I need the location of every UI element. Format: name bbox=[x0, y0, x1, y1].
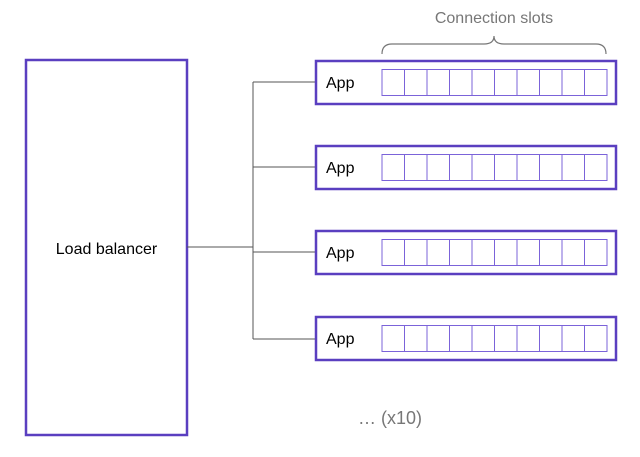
connection-slot bbox=[381, 325, 405, 352]
connection-slot bbox=[494, 239, 518, 266]
connection-slots-label: Connection slots bbox=[435, 10, 553, 27]
connection-slot bbox=[584, 325, 608, 352]
connection-slot bbox=[561, 239, 585, 266]
connection-slot bbox=[426, 239, 450, 266]
connection-slot bbox=[426, 154, 450, 181]
app-label: App bbox=[326, 75, 355, 92]
connection-slot bbox=[471, 239, 495, 266]
load-balancer-label: Load balancer bbox=[56, 241, 158, 258]
connection-slot bbox=[494, 154, 518, 181]
connection-slot bbox=[539, 69, 563, 96]
connection-slot bbox=[449, 239, 473, 266]
connection-slot bbox=[584, 154, 608, 181]
connection-slot bbox=[516, 325, 540, 352]
app-label: App bbox=[326, 245, 355, 262]
app-server-2: App bbox=[314, 144, 618, 191]
load-balancer-box bbox=[24, 58, 189, 437]
app-server-1: App bbox=[314, 59, 618, 106]
more-apps-label: … (x10) bbox=[358, 408, 422, 428]
connection-slot bbox=[471, 69, 495, 96]
connection-slot bbox=[426, 325, 450, 352]
connection-slot bbox=[516, 239, 540, 266]
connection-slot bbox=[494, 69, 518, 96]
connection-slot bbox=[381, 154, 405, 181]
connector-lines bbox=[187, 81, 316, 340]
connection-slot bbox=[561, 154, 585, 181]
connection-slot bbox=[584, 69, 608, 96]
app-label: App bbox=[326, 160, 355, 177]
connection-slot bbox=[381, 239, 405, 266]
connection-slot bbox=[404, 69, 428, 96]
connection-slot bbox=[404, 239, 428, 266]
connection-slot bbox=[539, 239, 563, 266]
connection-slot bbox=[449, 325, 473, 352]
connection-slots-brace bbox=[381, 35, 607, 55]
connection-slot bbox=[449, 69, 473, 96]
connection-slot bbox=[449, 154, 473, 181]
connection-slot bbox=[516, 154, 540, 181]
connection-slot bbox=[561, 69, 585, 96]
connection-slot bbox=[516, 69, 540, 96]
connection-slot bbox=[539, 154, 563, 181]
app-server-3: App bbox=[314, 229, 618, 276]
connection-slot bbox=[539, 325, 563, 352]
connection-slot bbox=[381, 69, 405, 96]
connection-slot bbox=[471, 154, 495, 181]
app-label: App bbox=[326, 331, 355, 348]
connection-slot bbox=[471, 325, 495, 352]
connection-slot bbox=[404, 325, 428, 352]
connection-slot bbox=[426, 69, 450, 96]
connection-slot bbox=[584, 239, 608, 266]
connection-slot bbox=[404, 154, 428, 181]
app-server-4: App bbox=[314, 315, 618, 362]
connection-slot bbox=[494, 325, 518, 352]
connection-slot bbox=[561, 325, 585, 352]
